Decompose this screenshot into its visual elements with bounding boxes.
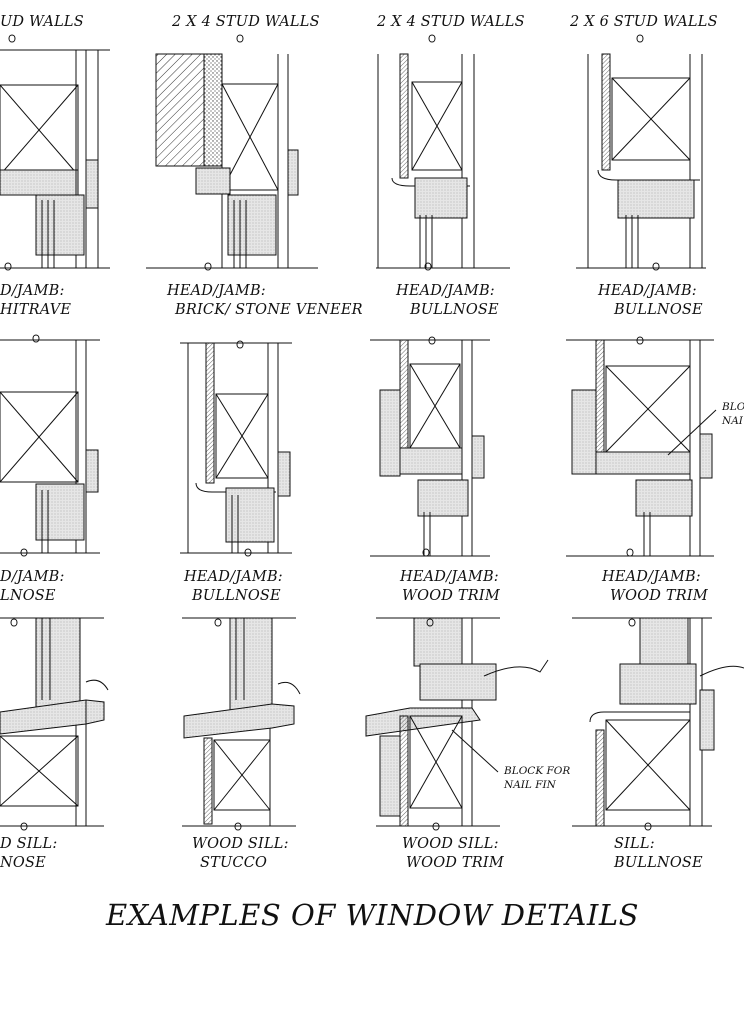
- detail-caption-12: SILL: BULLNOSE: [614, 835, 703, 873]
- detail-caption-6: HEAD/JAMB: BULLNOSE: [184, 568, 283, 606]
- detail-caption-7-line2: WOOD TRIM: [402, 588, 500, 604]
- detail-caption-3-line1: HEAD/JAMB:: [396, 283, 495, 299]
- detail-caption-5: D/JAMB: LNOSE: [0, 568, 65, 606]
- detail-caption-9-line1: D SILL:: [0, 836, 58, 852]
- sheet-title: EXAMPLES OF WINDOW DETAILS: [106, 898, 639, 932]
- detail-caption-5-line1: D/JAMB:: [0, 569, 65, 585]
- detail-caption-10: WOOD SILL: STUCCO: [192, 835, 289, 873]
- detail-caption-11-line1: WOOD SILL:: [402, 836, 499, 852]
- detail-caption-11-line2: WOOD TRIM: [406, 855, 504, 871]
- detail-caption-1-line2: HITRAVE: [0, 302, 72, 318]
- column-header-1: UD WALLS: [0, 14, 84, 30]
- detail-caption-8: HEAD/JAMB: WOOD TRIM: [602, 568, 708, 606]
- detail-caption-11: WOOD SILL: WOOD TRIM: [402, 835, 504, 873]
- detail-caption-5-line2: LNOSE: [0, 588, 56, 604]
- detail-caption-8-line2: WOOD TRIM: [610, 588, 708, 604]
- detail-caption-3-line2: BULLNOSE: [410, 302, 499, 318]
- detail-caption-4: HEAD/JAMB: BULLNOSE: [598, 282, 703, 320]
- note-block-nail-fin-right: BLOC NAI: [722, 400, 744, 428]
- note-block-nail-right-line1: BLOC: [722, 401, 744, 413]
- detail-caption-8-line1: HEAD/JAMB:: [602, 569, 701, 585]
- detail-caption-1-line1: D/JAMB:: [0, 283, 65, 299]
- detail-caption-6-line1: HEAD/JAMB:: [184, 569, 283, 585]
- detail-caption-10-line2: STUCCO: [200, 855, 268, 871]
- note-block-for-nail-fin-line1: BLOCK FOR: [504, 765, 571, 777]
- column-header-4: 2 X 6 STUD WALLS: [570, 14, 718, 30]
- detail-caption-9-line2: NOSE: [0, 855, 46, 871]
- detail-caption-6-line2: BULLNOSE: [192, 588, 281, 604]
- note-block-nail-right-line2: NAI: [722, 415, 743, 427]
- detail-caption-2-line2: BRICK/ STONE VENEER: [175, 302, 363, 318]
- detail-caption-12-line1: SILL:: [614, 836, 655, 852]
- detail-caption-1: D/JAMB: HITRAVE: [0, 282, 71, 320]
- detail-caption-2: HEAD/JAMB: BRICK/ STONE VENEER: [167, 282, 363, 320]
- detail-caption-9: D SILL: NOSE: [0, 835, 57, 873]
- column-header-3: 2 X 4 STUD WALLS: [377, 14, 525, 30]
- note-block-for-nail-fin: BLOCK FOR NAIL FIN: [504, 764, 570, 792]
- note-block-for-nail-fin-line2: NAIL FIN: [504, 779, 556, 791]
- column-header-2: 2 X 4 STUD WALLS: [172, 14, 320, 30]
- detail-caption-10-line1: WOOD SILL:: [192, 836, 289, 852]
- detail-caption-7-line1: HEAD/JAMB:: [400, 569, 499, 585]
- detail-caption-3: HEAD/JAMB: BULLNOSE: [396, 282, 499, 320]
- detail-caption-4-line2: BULLNOSE: [614, 302, 703, 318]
- detail-caption-12-line2: BULLNOSE: [614, 855, 703, 871]
- detail-caption-4-line1: HEAD/JAMB:: [598, 283, 697, 299]
- detail-caption-7: HEAD/JAMB: WOOD TRIM: [400, 568, 500, 606]
- detail-caption-2-line1: HEAD/JAMB:: [167, 283, 266, 299]
